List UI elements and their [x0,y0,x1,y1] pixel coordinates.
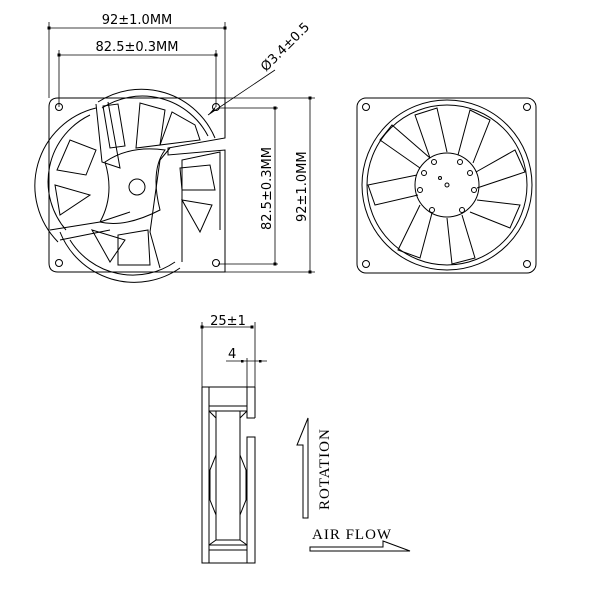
overall-height-label: 92±1.0MM [295,151,310,222]
fan-shroud [34,88,221,283]
dim-hole-spacing-width: 82.5±0.3MM [57,40,218,107]
hub-dots [417,159,477,213]
hole-spacing-width-label: 82.5±0.3MM [96,40,179,55]
flange-label: 4 [228,347,236,362]
fan-shroud-inner [47,95,209,276]
fan-blades [54,102,216,266]
thickness-label: 25±1 [210,314,246,329]
back-view [356,97,537,274]
hole-spacing-height-label: 82.5±0.3MM [260,147,275,230]
overall-width-label: 92±1.0MM [102,13,173,28]
dim-flange: 4 [226,347,267,387]
dim-thickness: 25±1 [200,314,256,387]
back-shroud-inner [366,104,528,266]
dim-overall-width: 92±1.0MM [47,13,227,98]
hub-center [128,178,146,196]
rotation-label: ROTATION [317,428,333,510]
airflow-label: AIR FLOW [312,527,392,543]
back-frame [356,97,537,274]
dim-overall-height: 92±1.0MM [225,96,315,274]
hole-diameter-label: Ø3.4±0.5 [258,20,313,75]
mount-hole [523,103,531,111]
rotation-arrow: ROTATION [296,417,333,519]
hub [99,148,166,224]
front-view: 92±1.0MM 82.5±0.3MM Ø3.4±0.5 82.5±0.3MM … [34,13,315,283]
side-body [201,386,256,564]
front-frame [48,97,226,273]
side-view: 25±1 4 [200,314,267,564]
back-hub [414,152,480,218]
back-shroud [361,99,533,271]
spoke-arm [49,101,171,269]
side-blade [208,405,248,551]
mount-hole [212,259,220,267]
dim-hole-diameter: Ø3.4±0.5 [207,20,313,116]
back-blades [367,107,526,265]
mount-hole [523,260,531,268]
mount-hole [362,103,370,111]
dim-hole-spacing-height: 82.5±0.3MM [218,106,278,266]
airflow-arrow: AIR FLOW [309,527,411,552]
mount-hole [55,259,63,267]
mount-hole [362,260,370,268]
